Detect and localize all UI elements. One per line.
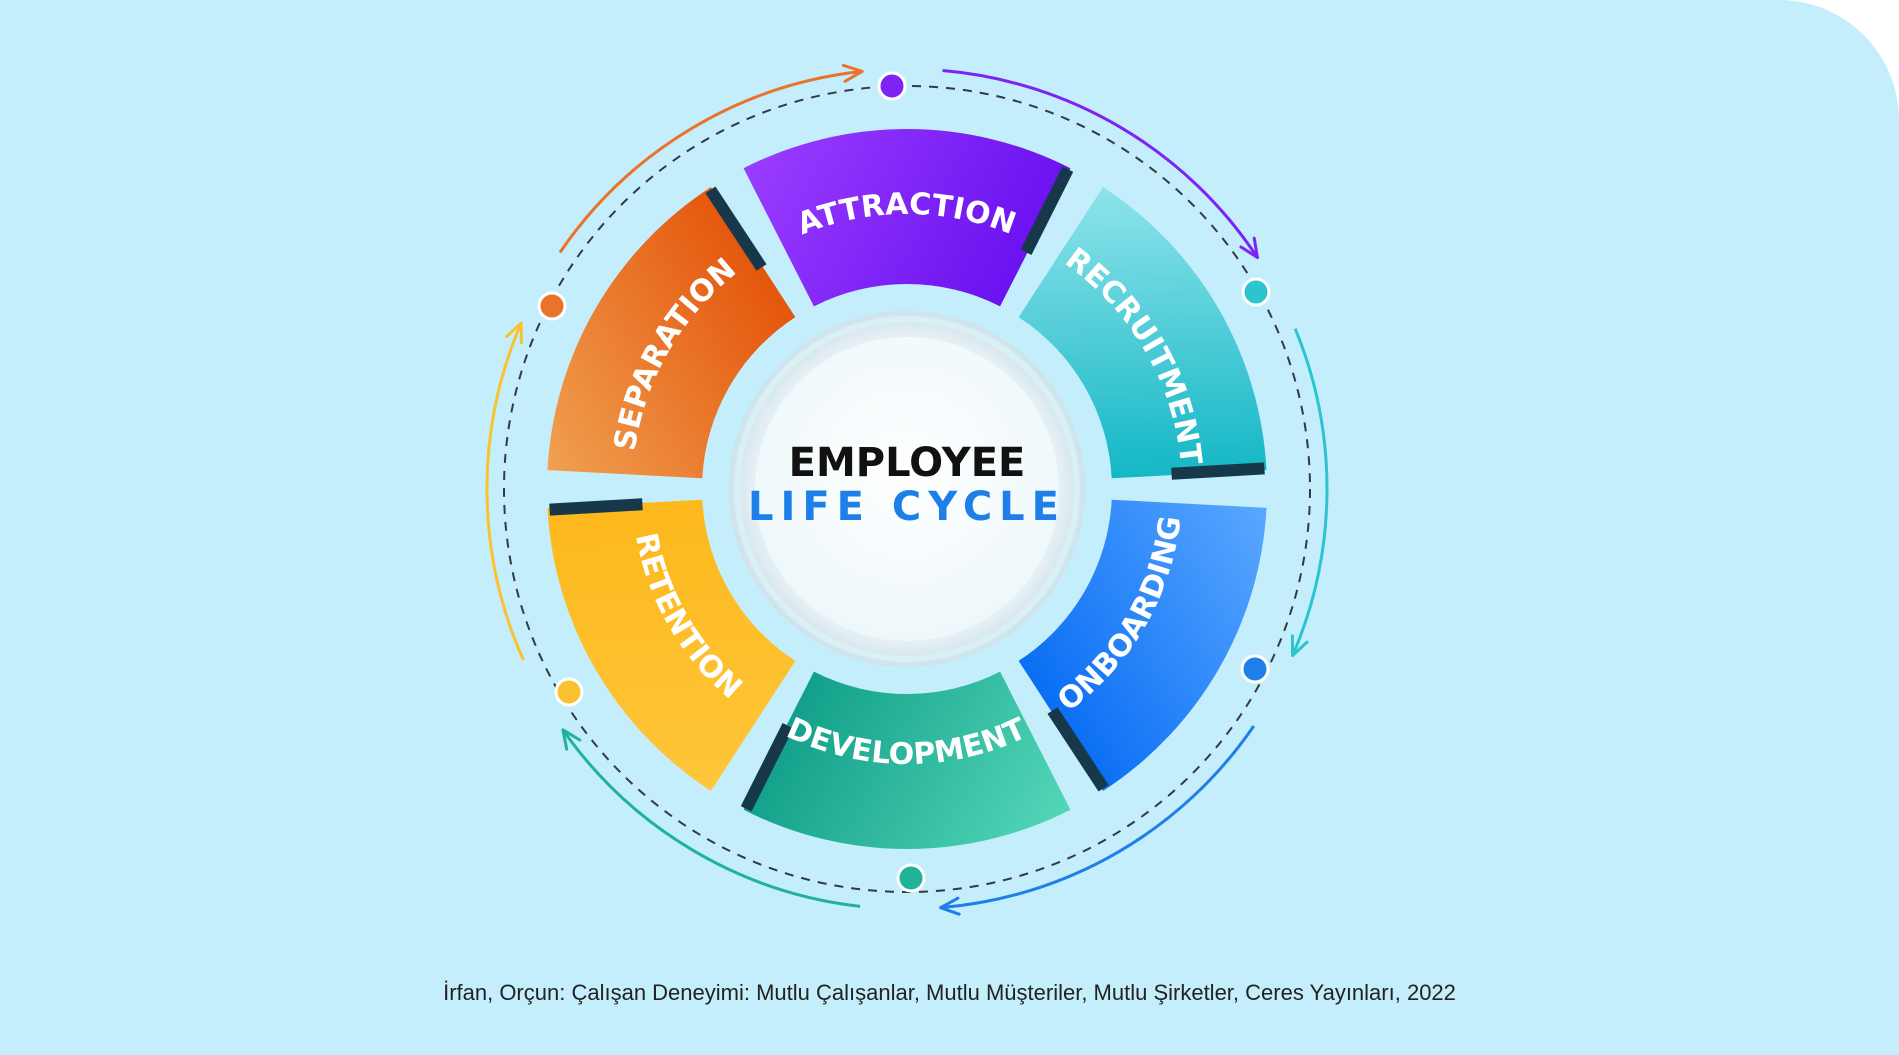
segment-retention (547, 499, 796, 791)
separator-retention (549, 498, 643, 516)
segment-separation (547, 187, 796, 479)
dot-retention (554, 677, 584, 707)
arrowhead-retention (505, 321, 523, 345)
arrowhead-separation (841, 63, 864, 83)
separator-onboarding (1047, 707, 1109, 792)
arrow-development (561, 728, 861, 908)
arrowhead-attraction (1239, 236, 1259, 260)
arrow-onboarding (940, 725, 1255, 910)
arrowhead-development (561, 728, 582, 751)
dot-development (896, 863, 926, 893)
dot-attraction (877, 71, 907, 101)
citation: İrfan, Orçun: Çalışan Deneyimi: Mutlu Ça… (443, 980, 1456, 1005)
arrow-separation (558, 69, 863, 254)
segment-onboarding (1018, 499, 1267, 791)
arrow-retention (485, 322, 525, 661)
dot-onboarding (1240, 654, 1270, 684)
dot-recruitment (1241, 277, 1271, 307)
center-hub: EMPLOYEE LIFE CYCLE (729, 311, 1085, 667)
cycle-segments (547, 129, 1267, 850)
center-subtitle: LIFE CYCLE (748, 484, 1066, 530)
separator-separation (705, 186, 767, 271)
segment-attraction (743, 129, 1071, 307)
arrow-recruitment (1291, 328, 1329, 657)
arrowhead-recruitment (1290, 634, 1309, 657)
segment-recruitment (1018, 187, 1267, 479)
dot-separation (537, 291, 567, 321)
separator-development (740, 723, 794, 812)
separator-attraction (1020, 166, 1074, 255)
arrow-attraction (942, 69, 1259, 259)
segment-development (743, 671, 1071, 850)
arrowhead-onboarding (939, 896, 961, 916)
cycle-dots (537, 71, 1271, 893)
cycle-arrows (485, 63, 1329, 916)
center-title: EMPLOYEE (789, 440, 1026, 486)
dashed-orbit (503, 85, 1311, 893)
separator-recruitment (1171, 462, 1265, 480)
